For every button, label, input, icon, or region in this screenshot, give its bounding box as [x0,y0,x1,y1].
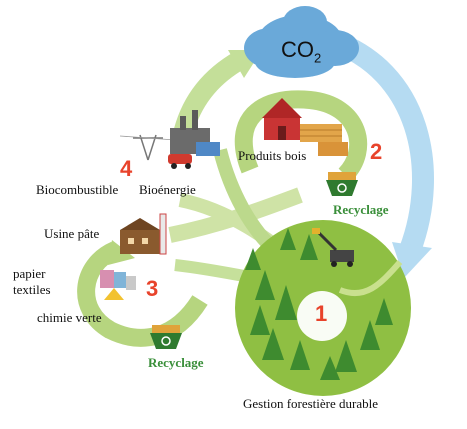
label-textiles: textiles [13,282,51,297]
power-plant-icon [119,110,220,169]
forest-clearing [297,291,347,341]
pulp-mill-icon [120,213,167,255]
co2-label: CO2 [281,37,322,66]
label-produits-bois: Produits bois [238,148,307,163]
loop-2 [234,90,368,182]
recycle-bin-icon [150,325,182,349]
forest-road [338,260,403,297]
label-papier: papier [13,266,46,281]
co2-absorption-arrow [319,29,434,261]
label-gestion-forestiere: Gestion forestière durable [243,396,379,411]
node-number-4: 4 [120,156,133,181]
forest-icon [245,228,393,380]
textiles-icon [100,270,136,300]
sawmill-icon [262,98,348,156]
node-number-3: 3 [146,276,159,301]
label-biocombustible: Biocombustible [36,182,119,197]
node-number-2: 2 [370,139,383,164]
label-recyclage-2: Recyclage [333,202,389,217]
co2-cloud [244,6,359,78]
node-number-1: 1 [315,301,328,326]
recycle-bin-icon [326,172,358,196]
label-chimie-verte: chimie verte [37,310,102,325]
label-bioenergie: Bioénergie [139,182,196,197]
co2-text: CO [281,37,314,62]
label-usine-pate: Usine pâte [44,226,100,241]
co2-subscript: 2 [314,50,322,66]
label-recyclage-3: Recyclage [148,355,204,370]
harvester-icon [312,228,354,267]
co2-absorption-arrowhead [392,242,432,278]
